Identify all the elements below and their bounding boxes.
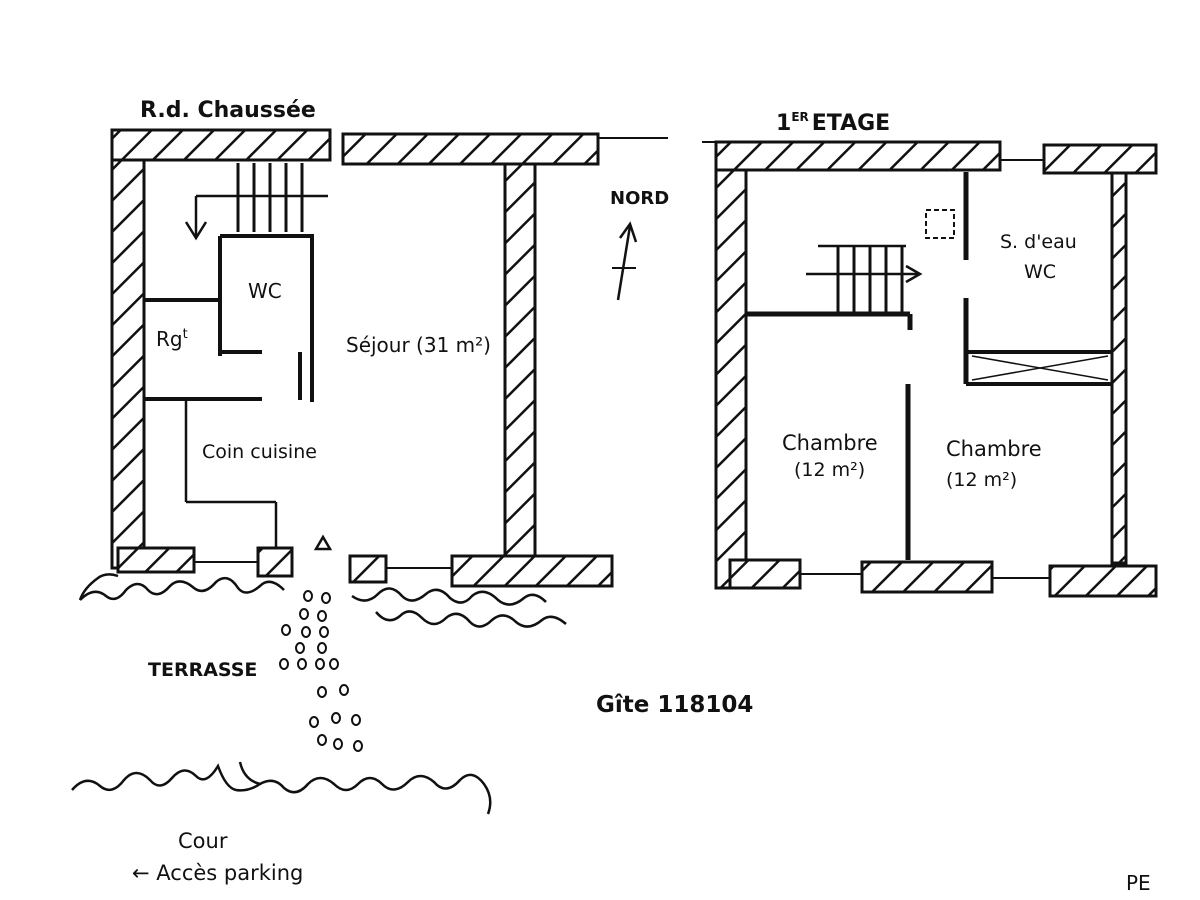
living-room-label: Séjour (31 m²) <box>346 333 491 357</box>
bedroom-2-label: Chambre <box>946 437 1042 461</box>
ground-wc-walls <box>218 234 314 402</box>
ground-wall-middle <box>503 162 537 558</box>
bedroom-2-area: (12 m²) <box>946 469 1017 491</box>
ground-storage-walls <box>144 298 278 548</box>
kitchen-label: Coin cuisine <box>202 441 317 463</box>
upper-partitions <box>905 172 1112 560</box>
upper-wall-right <box>1110 171 1128 565</box>
ground-wall-left <box>110 158 146 570</box>
ground-wall-top-left <box>110 128 332 162</box>
shaft-dashed-box <box>925 209 955 239</box>
upper-staircase <box>746 244 923 330</box>
gite-label: Gîte 118104 <box>596 692 753 718</box>
north-arrow-icon <box>618 221 638 243</box>
parking-access-label: ← Accès parking <box>132 861 303 885</box>
ground-wall-bottom-4 <box>450 554 614 588</box>
storage-label: Rgt <box>156 327 188 351</box>
terrace-hedges <box>71 573 567 815</box>
upper-wall-bottom-1 <box>728 558 802 590</box>
ground-wall-bottom-3 <box>348 554 388 584</box>
wc-label: WC <box>248 279 282 303</box>
upper-wall-left <box>714 168 748 590</box>
ground-wall-top-right <box>341 132 600 166</box>
upper-wall-top-left <box>714 140 1002 172</box>
ground-staircase <box>184 163 328 241</box>
author-signature: PE <box>1126 871 1151 895</box>
ground-floor-plan: R.d. Chaussée <box>110 98 668 588</box>
bath-wc-label: WC <box>1024 261 1056 283</box>
upper-wall-top-right <box>1042 143 1158 175</box>
bedroom-1-area: (12 m²) <box>794 459 865 481</box>
terrace-label: TERRASSE <box>148 659 257 681</box>
ground-wall-bottom-1 <box>116 546 196 574</box>
upper-wall-bottom-3 <box>1048 564 1158 598</box>
north-label: NORD <box>610 188 669 209</box>
ground-floor-title: R.d. Chaussée <box>140 98 316 123</box>
stepping-stones <box>279 590 363 752</box>
entrance-triangle-icon <box>313 534 333 551</box>
ground-wall-bottom-2 <box>256 546 294 578</box>
upper-wall-bottom-2 <box>860 560 994 594</box>
bath-label: S. d'eau <box>1000 231 1077 253</box>
north-arrow: NORD <box>610 188 669 301</box>
cour-label: Cour <box>178 829 228 853</box>
north-arrow-shaft <box>616 225 632 301</box>
bedroom-1-label: Chambre <box>782 431 878 455</box>
